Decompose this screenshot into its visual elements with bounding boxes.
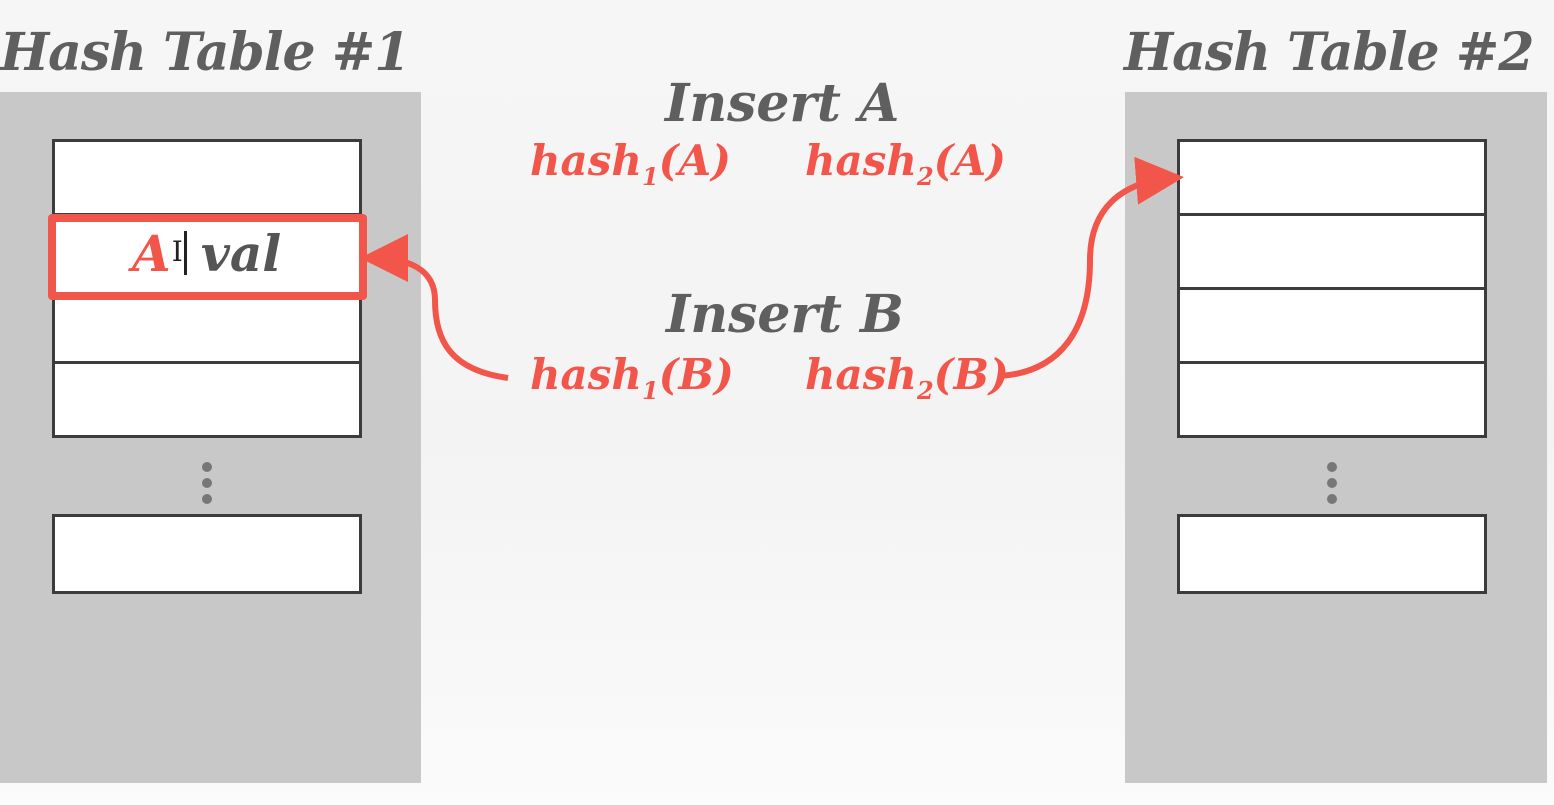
- insert-b-label: Insert B: [666, 284, 904, 345]
- hash2-b: hash2(B): [805, 350, 1009, 405]
- hash1-a: hash1(A): [530, 136, 731, 191]
- entry-value: val: [200, 224, 282, 283]
- entry-key: A: [132, 224, 171, 283]
- ellipsis-dots: [200, 462, 214, 510]
- insert-a-label: Insert A: [665, 73, 900, 134]
- entry-separator: [183, 231, 187, 275]
- hash-table-2: [1125, 92, 1547, 783]
- hash2-a: hash2(A): [805, 136, 1006, 191]
- slot-last: [52, 514, 362, 594]
- hash-table-1-title: Hash Table #1: [0, 22, 410, 83]
- highlighted-slot: [48, 214, 367, 300]
- hash-table-2-slots: [1177, 139, 1487, 438]
- hash1-b: hash1(B): [530, 350, 734, 405]
- slot: [52, 361, 362, 438]
- text-cursor-icon: I: [171, 235, 183, 268]
- arrow-hash1-to-table1: [360, 234, 509, 381]
- ellipsis-dots: [1325, 462, 1339, 510]
- arrow-hash2-to-table2: [999, 156, 1184, 379]
- slot-last: [1177, 514, 1487, 594]
- slot: [1177, 361, 1487, 438]
- hash-table-2-title: Hash Table #2: [1124, 22, 1534, 83]
